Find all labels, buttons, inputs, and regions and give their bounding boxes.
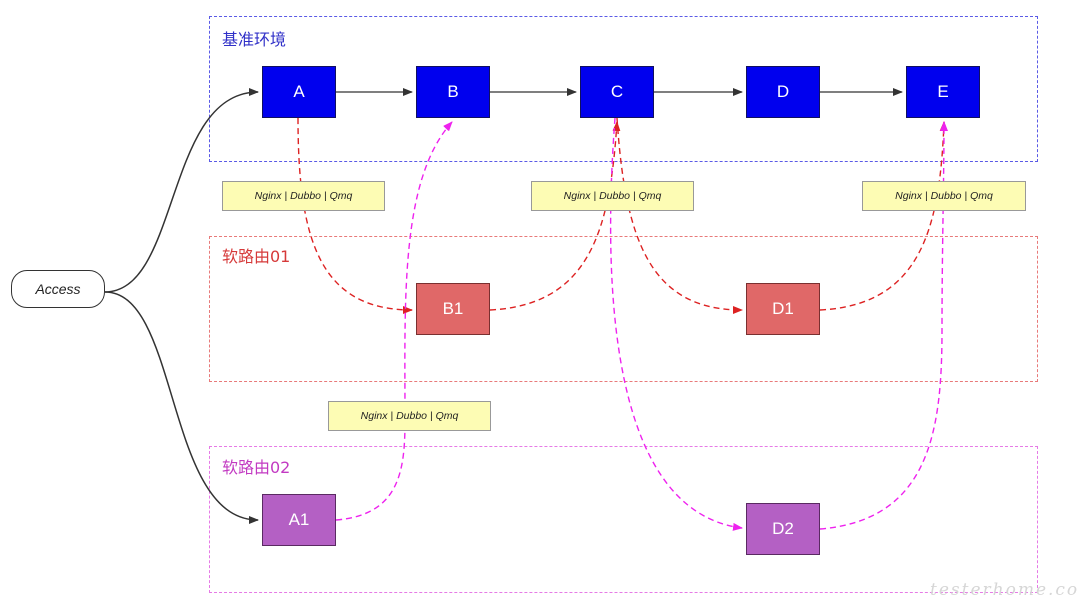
protocol-tag: Nginx | Dubbo | Qmq xyxy=(328,401,491,431)
edge-access-to-a1 xyxy=(104,291,259,524)
node-a: A xyxy=(262,66,336,118)
group-label-base: 基准环境 xyxy=(222,30,287,49)
edge-c-to-d1 xyxy=(616,117,743,314)
node-b: B xyxy=(416,66,490,118)
access-entry-node: Access xyxy=(11,270,105,308)
protocol-tag: Nginx | Dubbo | Qmq xyxy=(862,181,1026,211)
node-e: E xyxy=(906,66,980,118)
edge-a-to-b1 xyxy=(297,117,413,314)
node-d: D xyxy=(746,66,820,118)
watermark: testerhome.com xyxy=(930,580,1080,600)
protocol-tag: Nginx | Dubbo | Qmq xyxy=(222,181,385,211)
node-b1: B1 xyxy=(416,283,490,335)
group-soft-route-02 xyxy=(209,446,1038,593)
group-soft-route-01 xyxy=(209,236,1038,382)
edge-c-to-d2 xyxy=(609,117,743,531)
node-c: C xyxy=(580,66,654,118)
group-label-route01: 软路由01 xyxy=(222,247,291,266)
edge-a1-to-b xyxy=(335,121,453,521)
edge-d1-to-e xyxy=(819,121,948,311)
group-base-environment xyxy=(209,16,1038,162)
edge-b1-to-c xyxy=(489,121,621,311)
node-d2: D2 xyxy=(746,503,820,555)
edge-d2-to-e xyxy=(819,121,948,530)
node-a1: A1 xyxy=(262,494,336,546)
protocol-tag: Nginx | Dubbo | Qmq xyxy=(531,181,694,211)
group-label-route02: 软路由02 xyxy=(222,458,291,477)
edge-access-to-a xyxy=(104,88,259,293)
node-d1: D1 xyxy=(746,283,820,335)
